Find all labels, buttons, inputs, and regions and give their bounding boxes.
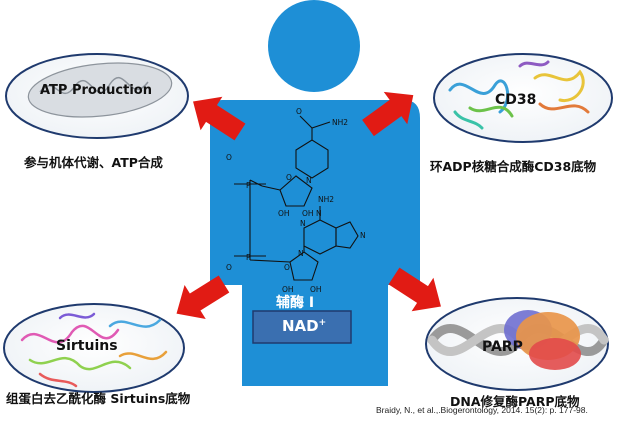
atom-label: N <box>298 249 304 258</box>
sirtuin-structure-image <box>20 312 168 388</box>
arrow-to-atp <box>193 96 246 141</box>
atom-label: NH2 <box>318 195 334 204</box>
sirtuins-oval-label: Sirtuins <box>56 338 118 354</box>
atom-label: N <box>300 219 306 228</box>
atom-label: OH <box>278 209 290 218</box>
person-head <box>268 0 360 92</box>
oval-atp <box>5 53 189 139</box>
atom-label: O <box>226 263 232 272</box>
atom-label: N <box>360 231 366 240</box>
arrows <box>176 91 441 319</box>
oval-parp <box>425 297 609 391</box>
oval-cd38 <box>433 53 613 143</box>
mitochondrion-image <box>27 62 173 118</box>
cd38-oval-label: CD38 <box>495 92 537 108</box>
atp-caption: 参与机体代谢、ATP合成 <box>24 155 163 170</box>
nad-label: NAD+ <box>282 317 326 335</box>
molecule-atom-labels: O NH2 N O P O OH OH N NH2 N N N O P O OH… <box>226 107 366 294</box>
atom-label: NH2 <box>332 118 348 127</box>
citation: Braidy, N., et al.,.Biogerontology, 2014… <box>376 405 588 415</box>
atom-label: P <box>246 253 251 262</box>
arrow-to-parp <box>388 267 441 312</box>
nad-superscript: + <box>318 318 327 328</box>
atom-label: N <box>316 209 322 218</box>
coenzyme-label: 辅酶 I <box>276 295 315 311</box>
atom-label: O <box>286 173 292 182</box>
atom-label: P <box>246 181 251 190</box>
nad-text: NAD <box>282 317 319 335</box>
atom-label: OH <box>302 209 314 218</box>
parp-protein-red <box>529 338 581 370</box>
atom-label: N <box>306 176 312 185</box>
atp-oval-label: ATP Production <box>40 83 152 98</box>
arrow-to-cd38 <box>362 91 414 137</box>
oval-sirtuins <box>3 303 185 393</box>
cd38-caption: 环ADP核糖合成酶CD38底物 <box>430 159 597 174</box>
atom-label: OH <box>310 285 322 294</box>
nad-label-box <box>252 310 352 344</box>
protein-structure-image <box>448 60 590 130</box>
parp-caption: DNA修复酶PARP底物 <box>450 394 580 409</box>
nad-molecule <box>234 115 359 281</box>
atom-label: O <box>296 107 302 116</box>
atom-label: OH <box>282 285 294 294</box>
atom-label: O <box>226 153 232 162</box>
atom-label: O <box>284 263 290 272</box>
sirtuins-caption: 组蛋白去乙酰化酶 Sirtuins底物 <box>6 391 191 406</box>
arrow-to-sirtuins <box>176 275 230 319</box>
parp-oval-label: PARP <box>482 339 523 355</box>
